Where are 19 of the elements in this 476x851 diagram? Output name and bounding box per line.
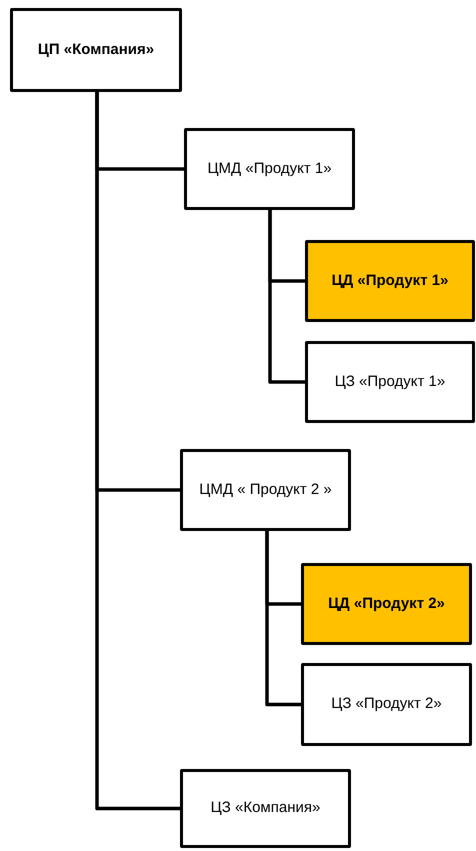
box-label: ЦЗ «Продукт 2» bbox=[331, 694, 442, 714]
box-label: ЦД «Продукт 1» bbox=[332, 270, 448, 291]
box-label: ЦМД «Продукт 1» bbox=[207, 158, 332, 179]
box-label: ЦЗ «Продукт 1» bbox=[334, 372, 446, 392]
box-label: ЦП «Компания» bbox=[38, 40, 154, 60]
root-box bbox=[10, 8, 182, 92]
unit-box bbox=[180, 769, 351, 848]
connector-line bbox=[268, 210, 305, 384]
unit-box bbox=[180, 449, 351, 531]
box-label: ЦЗ «Компания» bbox=[210, 798, 320, 818]
unit-box bbox=[184, 128, 355, 210]
connector-line bbox=[265, 531, 301, 706]
highlighted-box bbox=[305, 240, 475, 322]
unit-box bbox=[301, 663, 472, 746]
box-label: ЦМД « Продукт 2 » bbox=[199, 480, 332, 500]
unit-box bbox=[305, 341, 475, 423]
box-label: ЦД «Продукт 2» bbox=[328, 594, 445, 614]
highlighted-box bbox=[301, 563, 472, 645]
connector-line bbox=[95, 92, 180, 810]
